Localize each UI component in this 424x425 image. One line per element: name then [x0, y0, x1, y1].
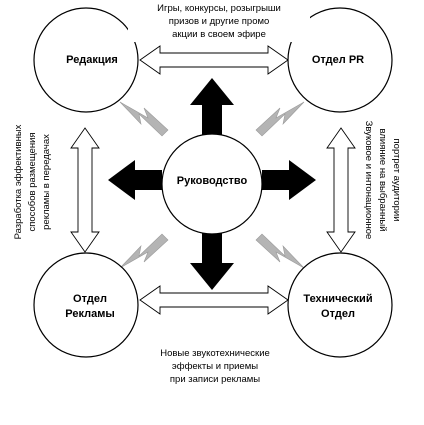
right-connector-arrow — [326, 127, 356, 253]
node-technical-department: Технический Отдел — [287, 252, 393, 358]
bottom-note: Новые звукотехнические эффекты и приемы … — [160, 348, 270, 385]
gray-arrow-bottom-left — [119, 233, 169, 269]
top-note-line3: акции в своем эфире — [172, 29, 266, 40]
bottom-note-background — [132, 343, 298, 389]
gray-arrow-top-left — [119, 101, 169, 137]
node-redaktsiya-label: Редакция — [66, 54, 118, 66]
node-technical-label-line1: Технический — [303, 293, 372, 305]
right-note-line2: влияние на выбранный — [377, 129, 388, 232]
top-note: Игры, конкурсы, розыгрыши призов и други… — [157, 3, 281, 40]
gray-arrow-bottom-right — [255, 233, 305, 269]
top-connector-arrow — [139, 45, 289, 75]
right-note-line3: портрет аудитории — [391, 139, 402, 222]
right-note-line1: Звуковое и интонационное — [363, 121, 374, 240]
node-pr-department-label: Отдел PR — [312, 54, 364, 66]
right-note: Звуковое и интонационное влияние на выбр… — [363, 121, 402, 240]
gray-arrow-top-right — [255, 101, 305, 137]
black-arrow-down — [190, 233, 234, 290]
top-note-background — [128, 0, 310, 42]
bottom-connector-arrow — [139, 285, 289, 315]
node-management: Руководство — [161, 133, 263, 235]
bottom-note-line1: Новые звукотехнические — [160, 348, 270, 359]
left-note-line1: Разработка эффективных — [13, 124, 24, 239]
left-note: Разработка эффективных способов размещен… — [13, 124, 52, 239]
top-note-line2: призов и другие промо — [169, 16, 270, 27]
node-advertising-label-line2: Рекламы — [65, 308, 114, 320]
node-pr-department: Отдел PR — [287, 7, 393, 113]
left-note-line3: рекламы в передачах — [41, 134, 52, 230]
node-advertising-label-line1: Отдел — [73, 293, 107, 305]
top-note-line1: Игры, конкурсы, розыгрыши — [157, 3, 281, 14]
black-arrow-up — [190, 78, 234, 135]
node-technical-label-line2: Отдел — [321, 308, 355, 320]
node-advertising-department: Отдел Рекламы — [33, 252, 139, 358]
black-arrow-right — [262, 160, 316, 200]
black-arrow-left — [108, 160, 162, 200]
bottom-note-line3: при записи рекламы — [170, 374, 260, 385]
bottom-note-line2: эффекты и приемы — [172, 361, 258, 372]
left-note-line2: способов размещения — [27, 132, 38, 231]
node-management-label: Руководство — [177, 175, 248, 187]
node-redaktsiya: Редакция — [33, 7, 139, 113]
left-connector-arrow — [70, 127, 100, 253]
